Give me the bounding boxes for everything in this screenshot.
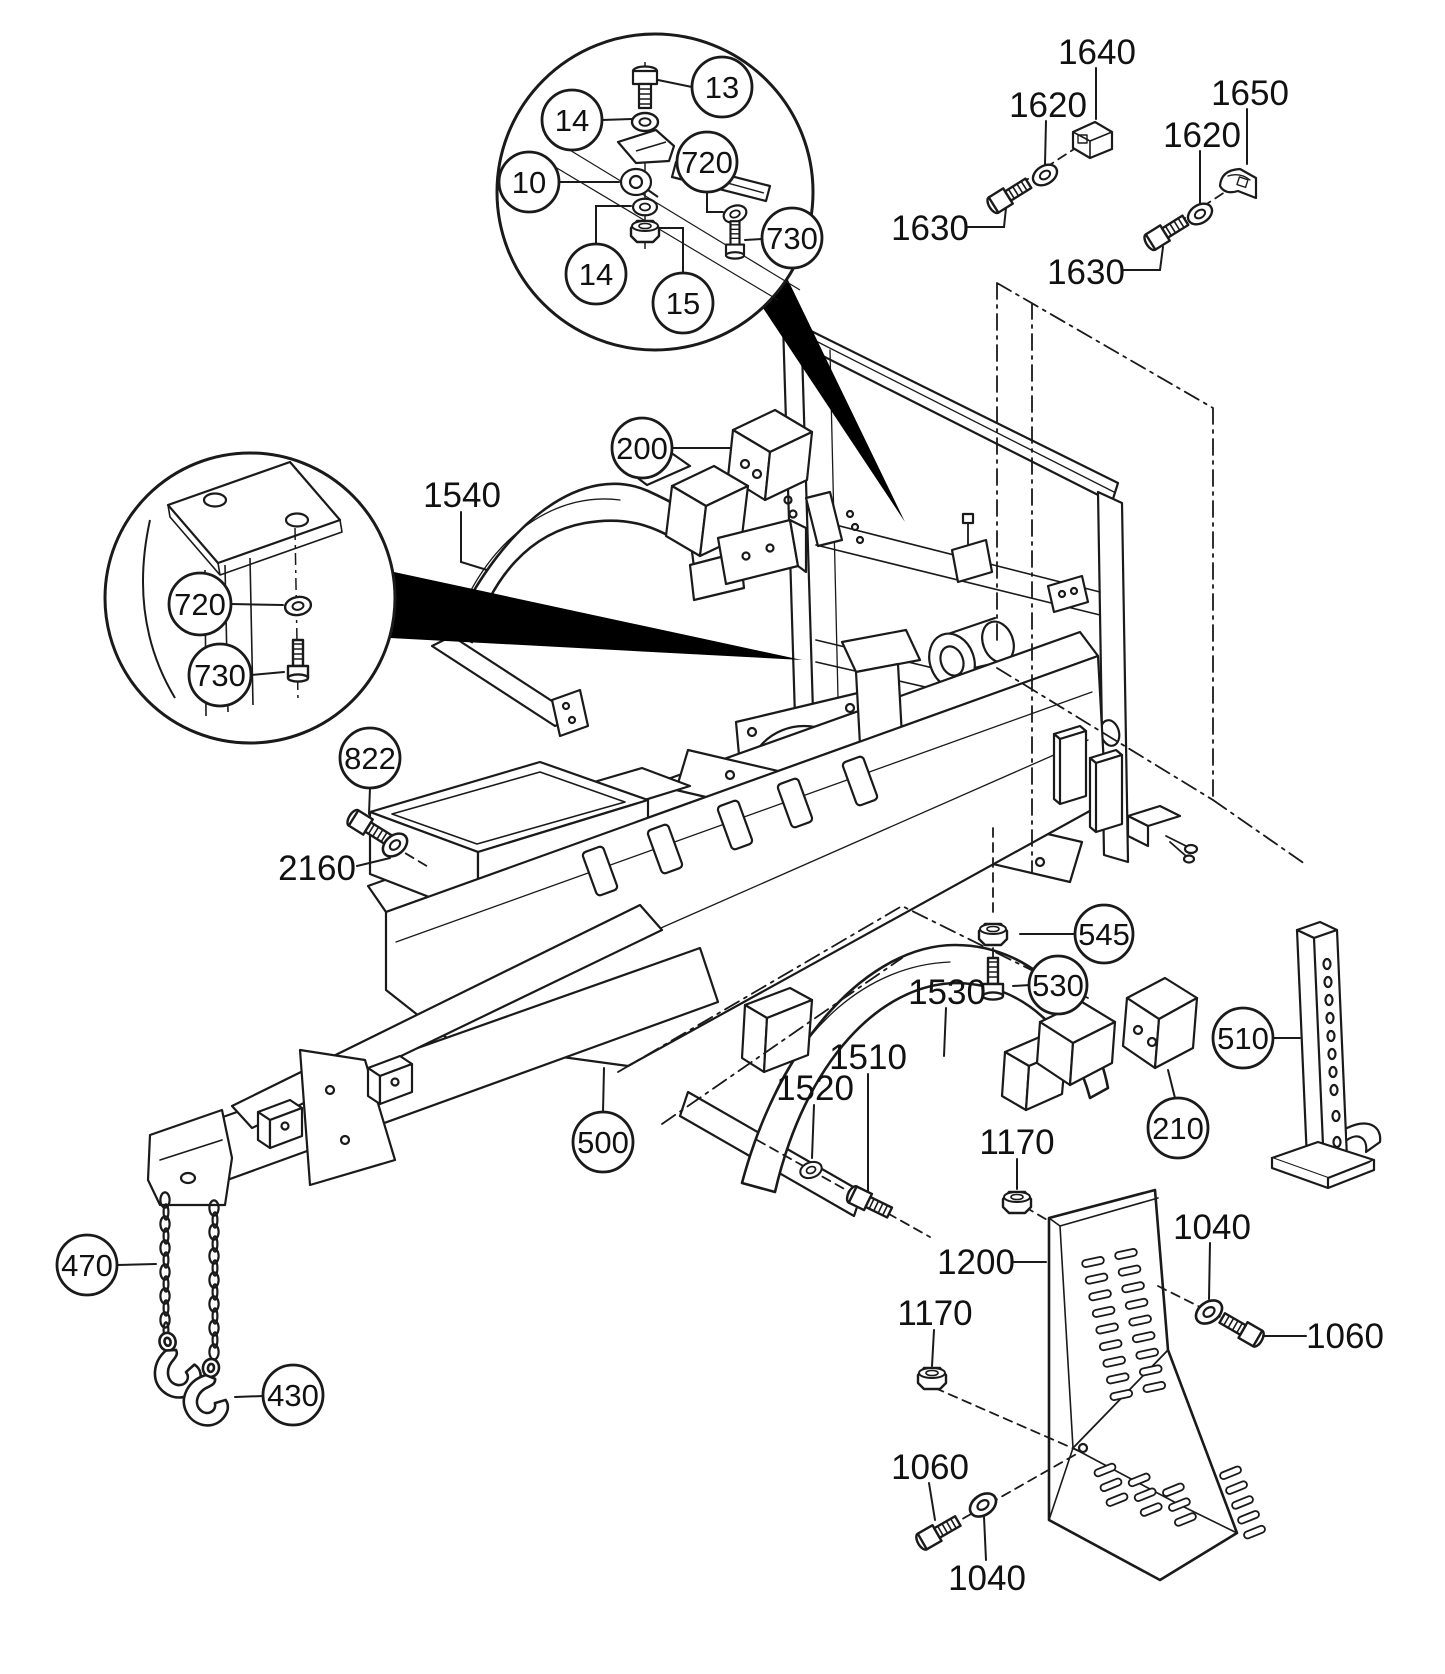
label-2160: 2160 <box>278 849 356 888</box>
label-1040b: 1040 <box>948 1559 1026 1598</box>
callout-430-number: 430 <box>267 1378 319 1413</box>
callout-470-number: 470 <box>61 1248 113 1283</box>
label-1620a: 1620 <box>1009 86 1087 125</box>
label-1060a: 1060 <box>1306 1317 1384 1356</box>
callout-720a-number: 720 <box>681 145 733 180</box>
safety-chains <box>143 1191 238 1431</box>
frame-sockets-latch <box>1052 724 1199 864</box>
callout-822-number: 822 <box>344 741 396 776</box>
callout-14b: 14 <box>564 242 628 306</box>
label-1640: 1640 <box>1058 33 1136 72</box>
label-1170a: 1170 <box>979 1123 1054 1162</box>
fender-rear <box>678 943 1117 1218</box>
pointer-wedge-top <box>763 278 905 522</box>
callout-500: 500 <box>571 1110 635 1174</box>
label-1060b: 1060 <box>891 1448 969 1487</box>
label-1510: 1510 <box>829 1038 907 1077</box>
callout-730a-number: 730 <box>766 221 818 256</box>
callout-210-number: 210 <box>1152 1111 1204 1146</box>
callout-200: 200 <box>610 416 674 480</box>
label-1650: 1650 <box>1211 74 1289 113</box>
clip-1640 <box>1071 120 1114 160</box>
inset-bolt-13 <box>631 65 659 110</box>
label-1620b: 1620 <box>1163 116 1241 155</box>
label-1630a: 1630 <box>891 209 969 248</box>
label-1520: 1520 <box>776 1069 854 1108</box>
detail-inset-left <box>103 451 397 745</box>
tail-lamp-210 <box>1121 976 1199 1070</box>
inset-p-clamp <box>619 167 659 198</box>
frame-tabs <box>581 755 879 897</box>
callout-500-number: 500 <box>577 1125 629 1160</box>
callout-530: 530 <box>1027 954 1089 1016</box>
callout-15: 15 <box>651 271 715 335</box>
callout-822: 822 <box>338 726 402 790</box>
label-1170b: 1170 <box>897 1294 972 1333</box>
callout-720a: 720 <box>675 130 739 194</box>
callout-730b: 730 <box>187 642 253 708</box>
callout-470: 470 <box>55 1233 119 1297</box>
clip-1650 <box>1218 167 1258 200</box>
part-number-labels: 1640 1620 1650 1620 1630 1630 1540 2160 … <box>278 33 1384 1598</box>
callout-720b-number: 720 <box>174 587 226 622</box>
callout-200-number: 200 <box>616 431 668 466</box>
grab-hook-right <box>178 1354 238 1431</box>
callout-10: 10 <box>497 150 561 214</box>
callout-510: 510 <box>1211 1006 1275 1070</box>
callout-balloons: 13 14 10 720 730 14 15 720 730 200 822 5… <box>55 55 1275 1427</box>
label-1040a: 1040 <box>1173 1208 1251 1247</box>
inset-clamp-plate <box>616 128 676 165</box>
callout-14a-number: 14 <box>555 103 589 138</box>
callout-510-number: 510 <box>1217 1021 1269 1056</box>
callout-730b-number: 730 <box>194 658 246 693</box>
label-1200: 1200 <box>937 1243 1015 1282</box>
guard-panel <box>1047 1188 1268 1582</box>
tail-lamp-200 <box>664 408 814 586</box>
callout-530-number: 530 <box>1032 968 1084 1003</box>
chain-left <box>159 1191 171 1339</box>
loose-fasteners <box>343 120 1268 1553</box>
callout-545: 545 <box>1073 903 1135 965</box>
label-1540: 1540 <box>423 476 501 515</box>
phantom-lines <box>617 282 1306 1125</box>
callout-545-number: 545 <box>1078 917 1130 952</box>
callout-720b: 720 <box>167 571 233 637</box>
label-1630b: 1630 <box>1047 253 1125 292</box>
callout-15-number: 15 <box>666 286 700 321</box>
callout-10-number: 10 <box>512 165 546 200</box>
callout-13: 13 <box>690 55 754 119</box>
support-leg <box>1270 920 1382 1190</box>
label-1530: 1530 <box>908 973 986 1012</box>
leader-lines <box>116 67 1307 1561</box>
chassis-artwork <box>143 120 1382 1582</box>
callout-14b-number: 14 <box>579 257 613 292</box>
callout-730a: 730 <box>760 206 824 270</box>
chain-right <box>208 1199 220 1361</box>
callout-13-number: 13 <box>705 70 739 105</box>
pointer-wedge-left <box>390 572 802 660</box>
callout-14a: 14 <box>540 88 604 152</box>
drawbar <box>146 903 720 1207</box>
callout-210: 210 <box>1146 1096 1210 1160</box>
callout-430: 430 <box>261 1363 325 1427</box>
